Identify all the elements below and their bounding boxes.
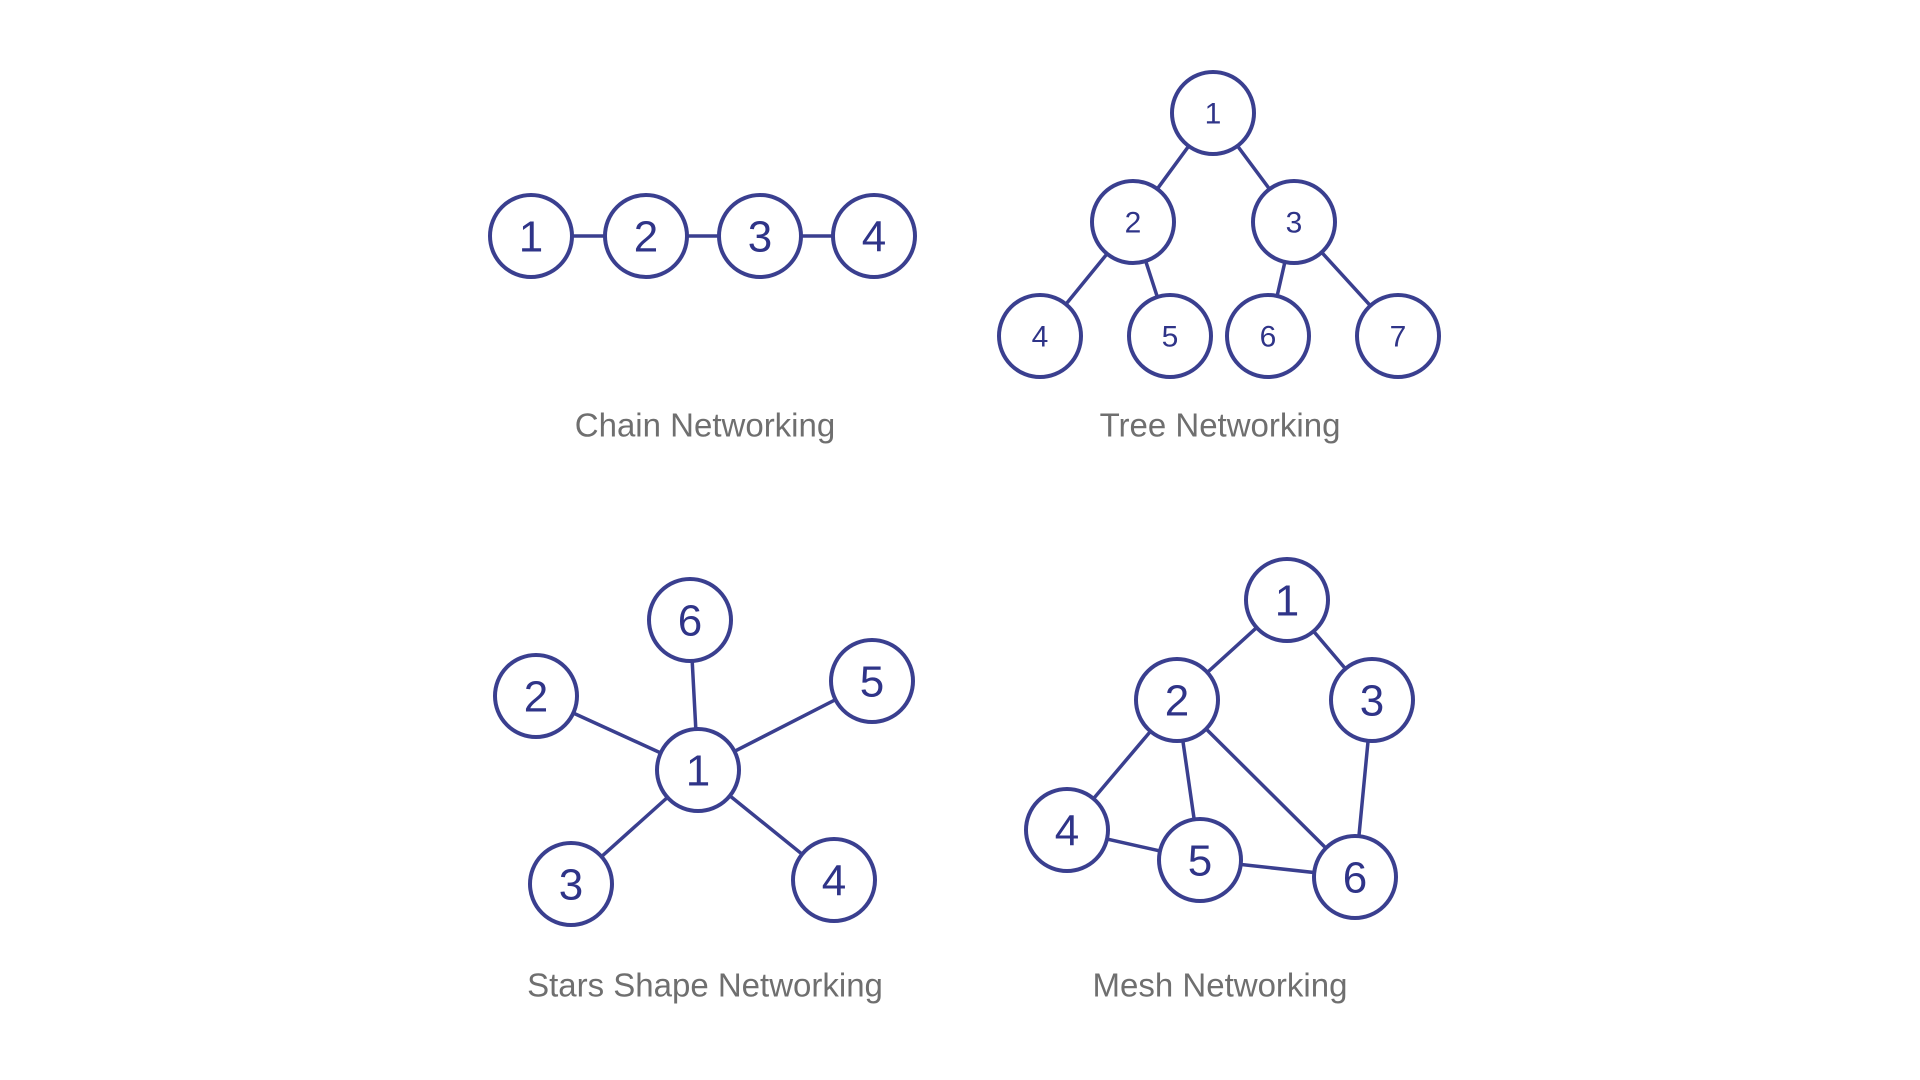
mesh-node-1: 1 [1244,557,1330,643]
chain-node-circle-3 [717,193,803,279]
chain-node-3: 3 [717,193,803,279]
mesh-node-label-4: 4 [1055,807,1079,856]
tree-node-label-7: 7 [1390,321,1407,354]
star-node-3: 3 [528,841,614,927]
star-node-circle-6 [647,577,733,663]
tree-node-label-2: 2 [1125,207,1142,240]
mesh-node-5: 5 [1157,817,1243,903]
tree-networking-diagram: 1 2 3 4 5 6 7 [997,70,1441,379]
tree-node-circle-4 [997,293,1083,379]
mesh-node-circle-1 [1244,557,1330,643]
star-node-4: 4 [791,837,877,923]
chain-node-2: 2 [603,193,689,279]
star-node-label-6: 6 [678,597,702,646]
mesh-node-circle-3 [1329,657,1415,743]
mesh-networking-diagram: 1 2 3 4 5 6 [1024,557,1415,920]
star-node-circle-2 [493,653,579,739]
tree-node-circle-2 [1090,179,1176,265]
tree-node-1: 1 [1170,70,1256,156]
chain-node-circle-2 [603,193,689,279]
star-node-label-5: 5 [860,658,884,707]
mesh-node-label-3: 3 [1360,677,1384,726]
chain-node-label-2: 2 [634,213,658,262]
mesh-node-label-6: 6 [1343,854,1367,903]
tree-node-4: 4 [997,293,1083,379]
star-node-circle-4 [791,837,877,923]
mesh-node-circle-4 [1024,787,1110,873]
chain-node-4: 4 [831,193,917,279]
tree-node-circle-1 [1170,70,1256,156]
star-node-circle-3 [528,841,614,927]
mesh-node-label-1: 1 [1275,577,1299,626]
star-networking-caption: Stars Shape Networking [527,967,883,1004]
tree-node-7: 7 [1355,293,1441,379]
chain-node-label-4: 4 [862,213,886,262]
mesh-node-circle-6 [1312,834,1398,920]
star-node-label-3: 3 [559,861,583,910]
tree-node-6: 6 [1225,293,1311,379]
star-node-6: 6 [647,577,733,663]
tree-node-circle-7 [1355,293,1441,379]
star-node-1: 1 [655,727,741,813]
tree-node-label-3: 3 [1286,207,1303,240]
tree-node-label-6: 6 [1260,321,1277,354]
mesh-node-3: 3 [1329,657,1415,743]
tree-networking-caption: Tree Networking [1100,407,1341,444]
tree-node-label-5: 5 [1162,321,1179,354]
tree-node-circle-5 [1127,293,1213,379]
mesh-node-label-5: 5 [1188,837,1212,886]
star-node-circle-1 [655,727,741,813]
star-node-label-1: 1 [686,747,710,796]
chain-node-1: 1 [488,193,574,279]
chain-node-label-1: 1 [519,213,543,262]
chain-networking-diagram: 1 2 3 4 [488,193,917,279]
tree-node-2: 2 [1090,179,1176,265]
tree-node-label-4: 4 [1032,321,1049,354]
chain-node-circle-1 [488,193,574,279]
chain-node-circle-4 [831,193,917,279]
star-node-5: 5 [829,638,915,724]
star-node-2: 2 [493,653,579,739]
tree-node-circle-6 [1225,293,1311,379]
mesh-networking-caption: Mesh Networking [1093,967,1348,1004]
mesh-node-label-2: 2 [1165,677,1189,726]
chain-networking-caption: Chain Networking [575,407,835,444]
chain-node-label-3: 3 [748,213,772,262]
star-node-circle-5 [829,638,915,724]
mesh-node-circle-2 [1134,657,1220,743]
star-node-label-4: 4 [822,857,846,906]
tree-node-3: 3 [1251,179,1337,265]
tree-node-label-1: 1 [1205,98,1222,131]
mesh-node-6: 6 [1312,834,1398,920]
mesh-node-4: 4 [1024,787,1110,873]
star-node-label-2: 2 [524,673,548,722]
star-networking-diagram: 1 2 3 4 5 6 [493,577,915,927]
mesh-node-2: 2 [1134,657,1220,743]
mesh-node-circle-5 [1157,817,1243,903]
tree-node-5: 5 [1127,293,1213,379]
tree-node-circle-3 [1251,179,1337,265]
